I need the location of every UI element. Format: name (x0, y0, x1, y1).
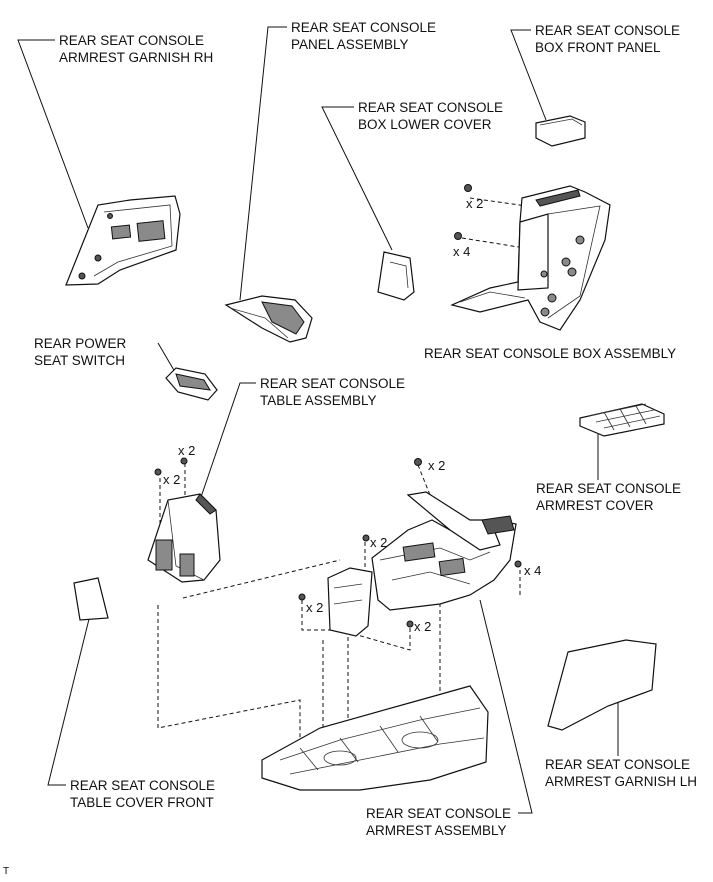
qty-armrest-nut-right: x 4 (524, 563, 542, 578)
qty-bracket-nut: x 2 (306, 600, 324, 615)
leader-power-seat-switch (157, 342, 176, 373)
console-box-assembly (450, 185, 611, 331)
qty-armrest-clip: x 2 (370, 535, 388, 550)
console-box-front-panel (535, 115, 586, 147)
console-armrest-cover (579, 403, 665, 437)
leader-garnish-rh (17, 39, 89, 229)
alignment-dashes (157, 197, 556, 750)
table-cover-front (73, 577, 109, 621)
console-armrest-assembly (298, 458, 522, 637)
leader-panel-assembly (239, 26, 287, 301)
corner-mark: T (3, 866, 10, 877)
leader-lines (17, 26, 619, 814)
armrest-garnish-rh (65, 195, 181, 286)
qty-armrest-nut-bottom: x 2 (414, 619, 432, 634)
box-fasteners (454, 184, 472, 240)
leader-box-front-panel (510, 29, 547, 121)
qty-armrest-bolt-top: x 2 (428, 458, 446, 473)
qty-box-screw: x 2 (466, 196, 484, 211)
qty-table-bolt: x 2 (163, 472, 181, 487)
console-table-assembly (147, 457, 221, 583)
console-box-lower-cover (377, 251, 415, 301)
armrest-garnish-lh (547, 639, 657, 731)
leader-armrest-assembly (479, 599, 533, 814)
rear-power-seat-switch (165, 367, 218, 401)
leader-table-assembly (199, 382, 256, 501)
qty-box-bolt: x 4 (453, 244, 471, 259)
leader-table-cover-front (47, 614, 91, 786)
vehicle-floor (261, 685, 489, 791)
label-box-assembly: REAR SEAT CONSOLE BOX ASSEMBLY (424, 346, 677, 361)
qty-table-nut: x 2 (178, 443, 196, 458)
console-panel-assembly (224, 295, 313, 343)
leader-box-lower-cover (321, 106, 393, 251)
